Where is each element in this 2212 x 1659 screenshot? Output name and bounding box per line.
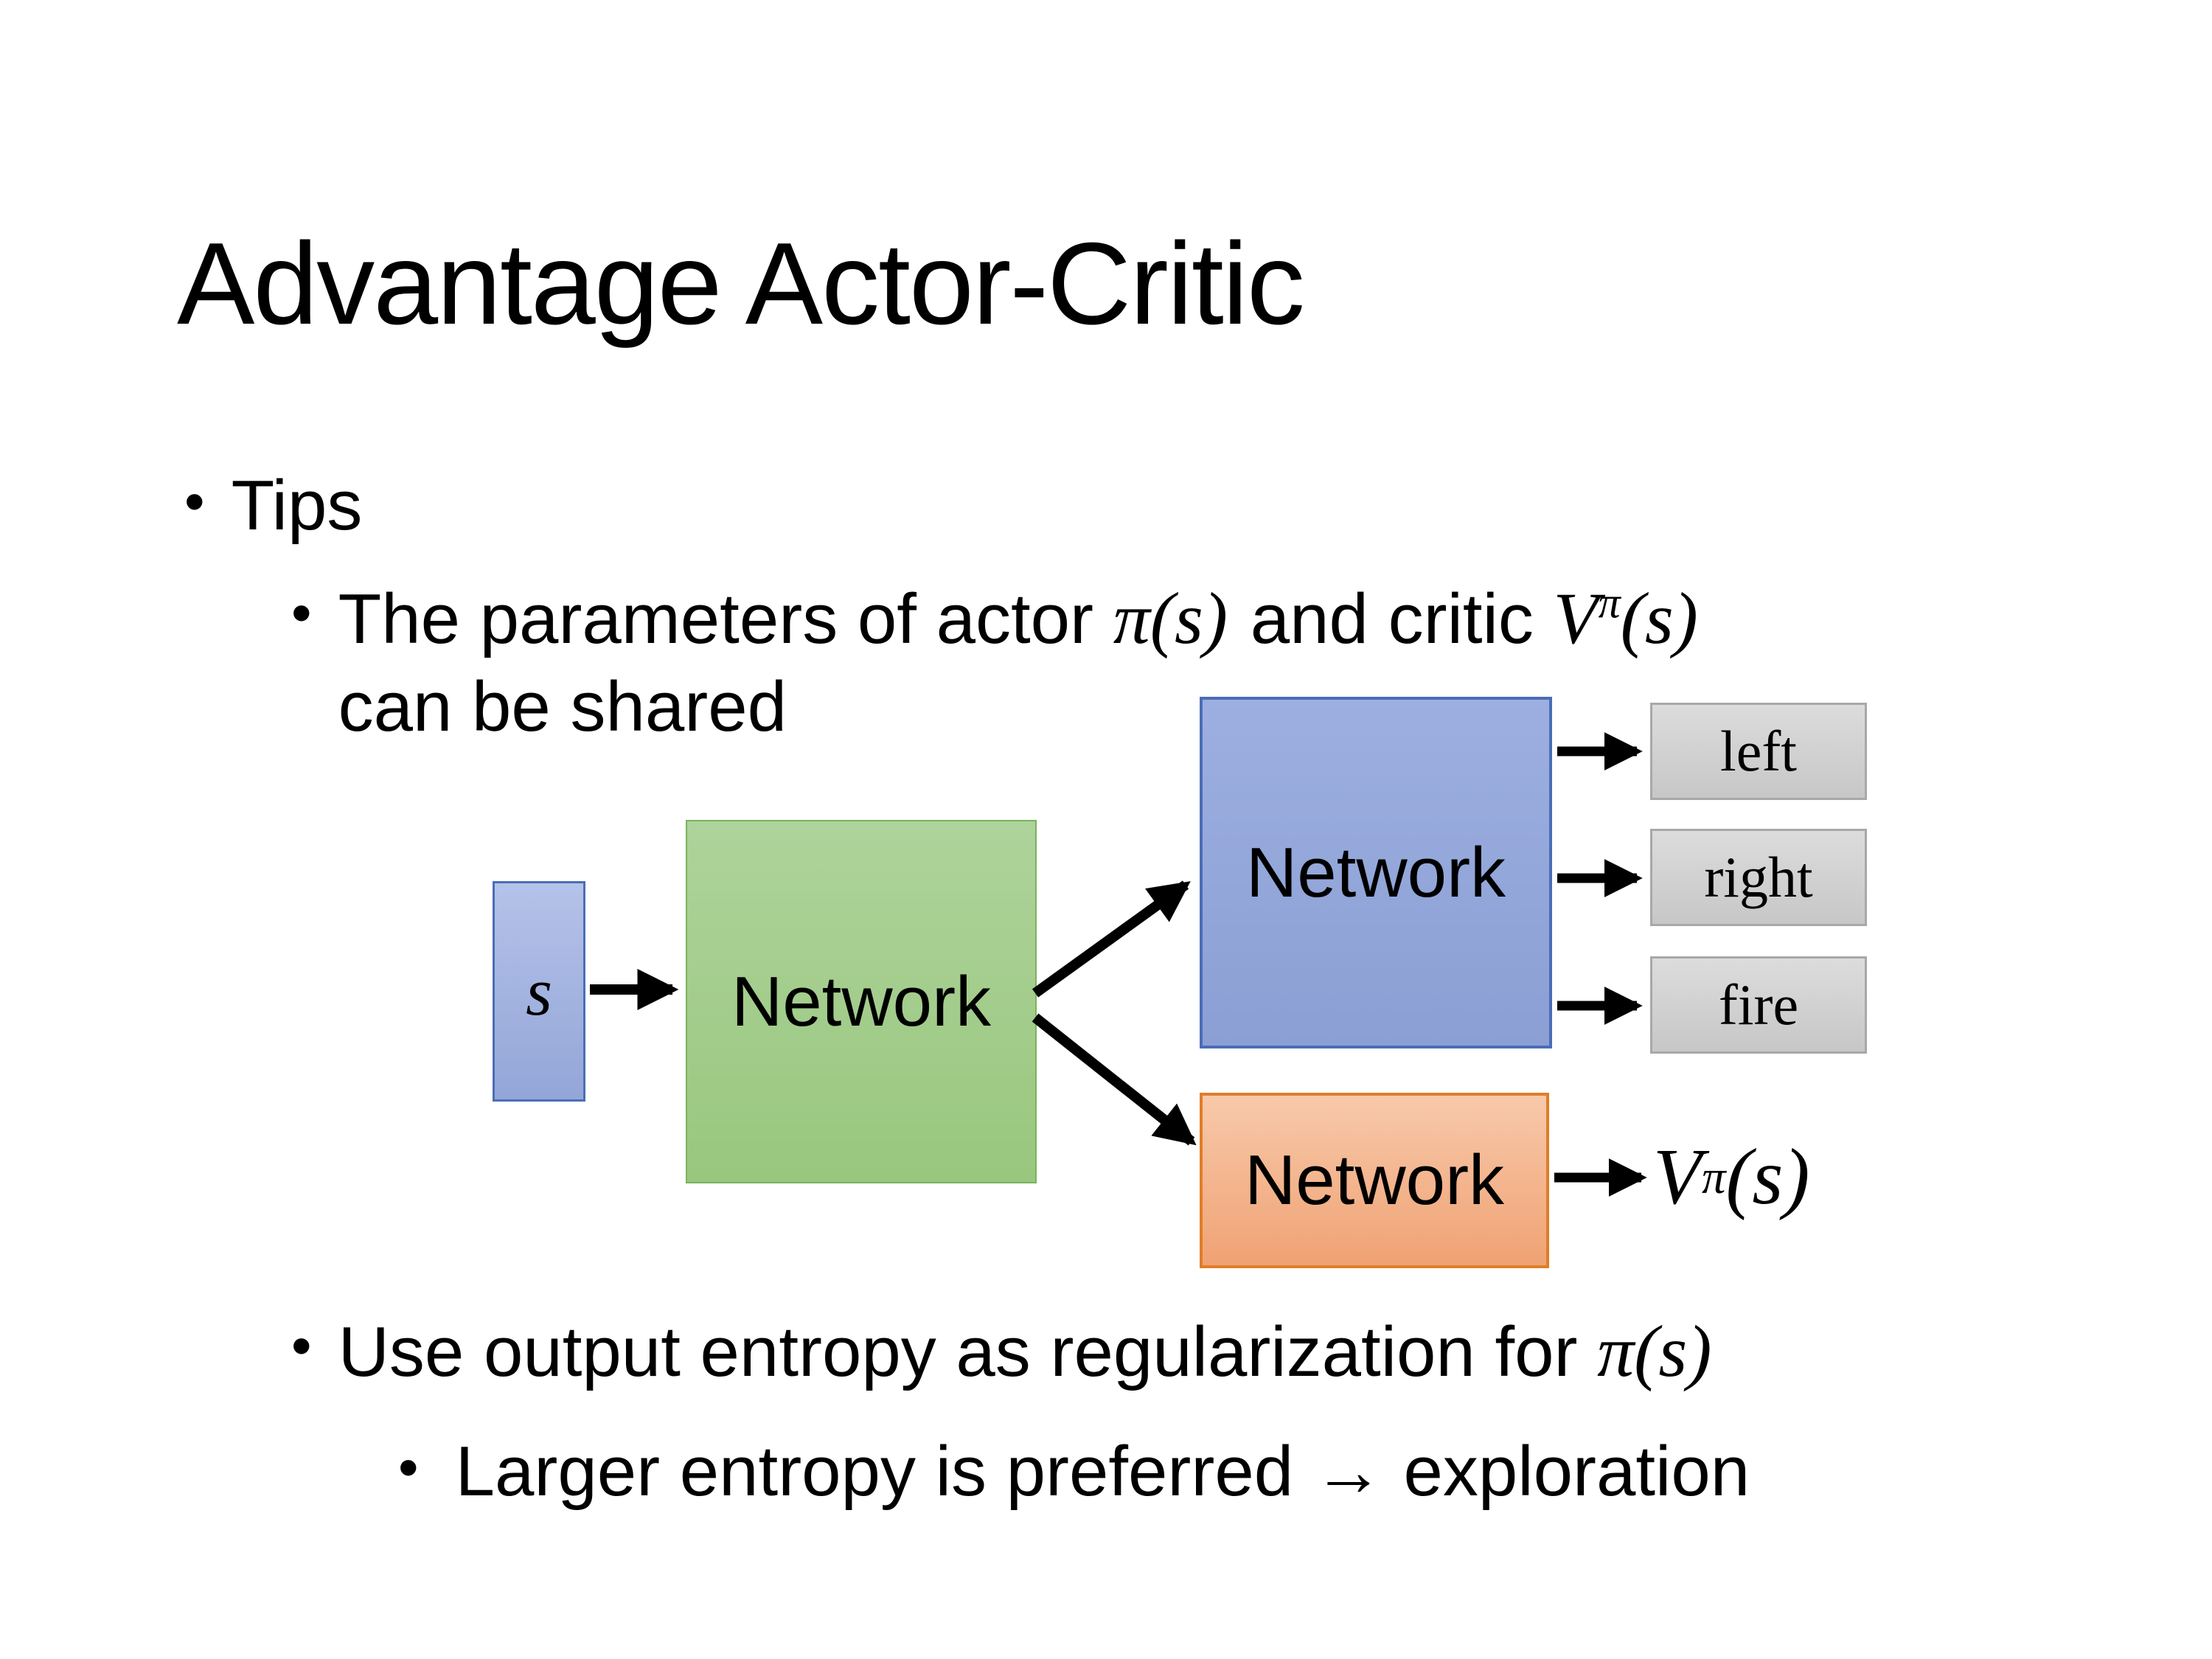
shared-network-label: Network xyxy=(731,961,992,1041)
action-left-label: left xyxy=(1720,719,1797,783)
parameters-text: The parameters of actor π(s) and critic V… xyxy=(338,574,1698,750)
bullet-item-tips: • Tips xyxy=(184,463,362,548)
parameters-mid: and critic xyxy=(1250,580,1554,658)
value-base: V xyxy=(1553,577,1599,659)
arrow-shared-to-critic xyxy=(1032,1013,1197,1146)
action-box-fire: fire xyxy=(1650,956,1867,1054)
bullet-glyph: • xyxy=(184,468,205,534)
value-superscript: π xyxy=(1598,578,1621,627)
tips-label: Tips xyxy=(231,466,363,545)
bullet-item-parameters: • The parameters of actor π(s) and critic… xyxy=(291,574,2149,750)
parameters-pre: The parameters of actor xyxy=(338,580,1113,658)
entropy-text: Use output entropy as regularization for… xyxy=(338,1307,1712,1397)
critic-network-box: Network xyxy=(1200,1093,1549,1268)
critic-network-label: Network xyxy=(1244,1141,1505,1220)
action-box-right: right xyxy=(1650,829,1867,926)
action-right-label: right xyxy=(1704,845,1813,909)
value-args: (s) xyxy=(1620,577,1698,659)
exploration-text: Larger entropy is preferred → exploratio… xyxy=(455,1432,1750,1511)
bullet-item-entropy: • Use output entropy as regularization f… xyxy=(291,1307,2149,1397)
actor-network-box: Network xyxy=(1200,697,1552,1048)
shared-network-box: Network xyxy=(686,820,1037,1183)
value-base: V xyxy=(1653,1133,1702,1221)
value-args: (s) xyxy=(1725,1133,1810,1221)
state-input-box: s xyxy=(493,881,585,1102)
bullet-item-exploration: • Larger entropy is preferred → explorat… xyxy=(398,1429,2094,1514)
entropy-policy-math: π(s) xyxy=(1597,1310,1712,1392)
actor-policy-math: π(s) xyxy=(1113,577,1228,659)
action-box-left: left xyxy=(1650,703,1867,800)
arrow-shared-to-actor xyxy=(1032,880,1191,998)
bullet-glyph: • xyxy=(291,580,312,645)
slide-title: Advantage Actor-Critic xyxy=(177,219,1305,349)
entropy-pre: Use output entropy as regularization for xyxy=(338,1312,1598,1391)
parameters-line-2: can be shared xyxy=(338,667,787,746)
parameters-line-1: The parameters of actor π(s) and critic V… xyxy=(338,574,1698,664)
bullet-glyph: • xyxy=(291,1312,312,1378)
state-label: s xyxy=(526,953,552,1029)
action-fire-label: fire xyxy=(1718,973,1799,1037)
critic-value-math: Vπ(s) xyxy=(1554,577,1698,659)
bullet-glyph: • xyxy=(398,1434,419,1500)
actor-network-label: Network xyxy=(1245,832,1506,912)
